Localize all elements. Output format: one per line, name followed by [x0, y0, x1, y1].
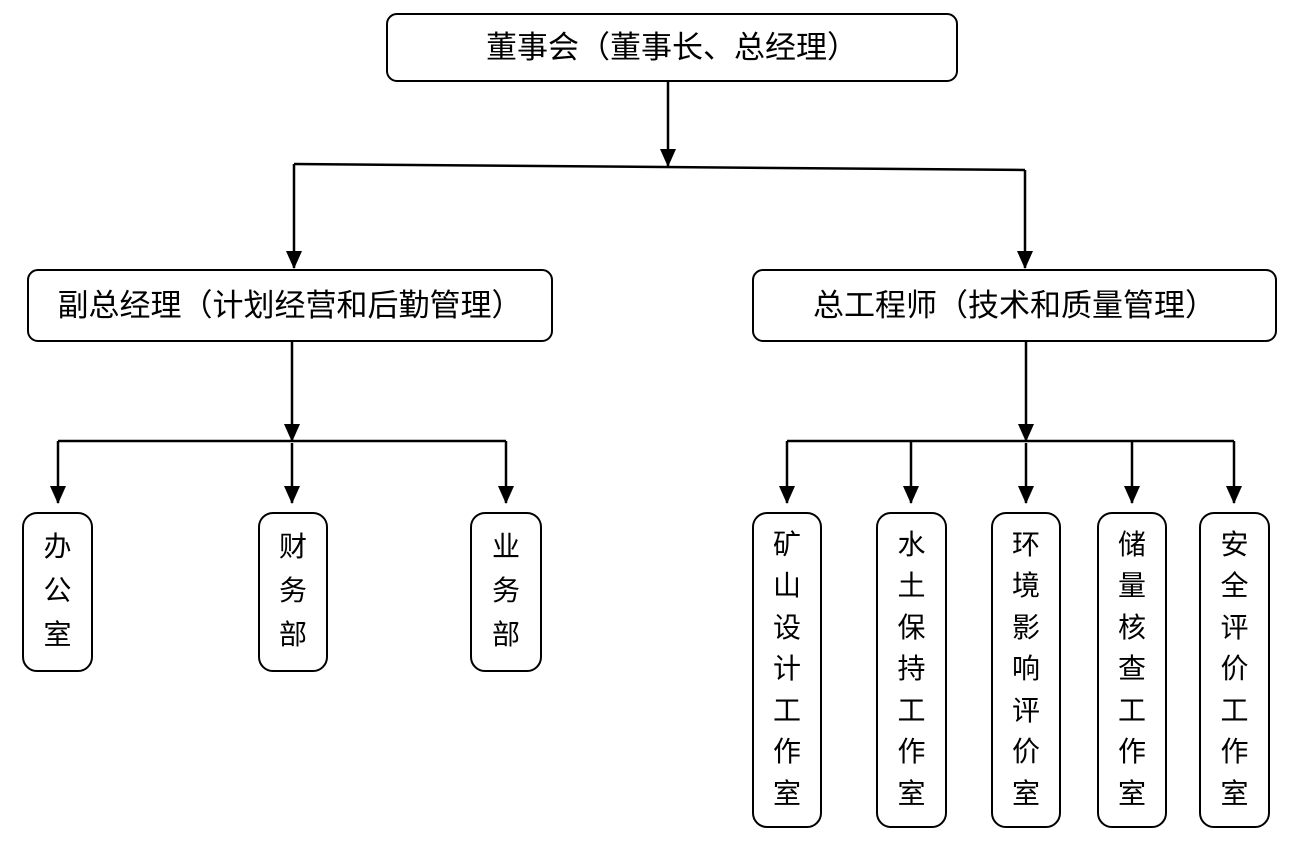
node-business-dept: 业务部: [470, 512, 542, 672]
node-label-char: 水: [897, 529, 926, 561]
node-chief-engineer: 总工程师（技术和质量管理）: [752, 269, 1277, 342]
node-label-char: 评: [1220, 612, 1249, 644]
node-label-char: 土: [897, 571, 926, 602]
node-label-char: 作: [772, 737, 801, 768]
node-label-char: 部: [278, 620, 307, 651]
node-label-char: 室: [1011, 778, 1040, 810]
node-label-char: 室: [897, 778, 926, 810]
node-label-char: 设: [772, 612, 801, 644]
node-label-char: 工: [897, 695, 926, 727]
node-label-char: 室: [1220, 778, 1249, 810]
node-label-char: 价: [1011, 737, 1040, 768]
node-label-char: 作: [1117, 737, 1146, 768]
node-board-of-directors: 董事会（董事长、总经理）: [386, 13, 958, 82]
node-label-char: 价: [1220, 654, 1249, 685]
node-label-char: 量: [1117, 571, 1146, 602]
node-label-char: 影: [1011, 612, 1040, 644]
node-mine-design-studio: 矿山设计工作室: [752, 512, 822, 828]
node-label-char: 计: [772, 654, 801, 685]
node-label-char: 财: [278, 532, 307, 563]
node-label-char: 办: [43, 532, 72, 563]
node-finance-dept: 财务部: [258, 512, 328, 672]
node-label-char: 持: [897, 654, 926, 685]
node-label-char: 查: [1117, 654, 1146, 685]
node-label-char: 业: [491, 532, 520, 563]
connector-branch1-to-children: [50, 342, 514, 504]
node-label-char: 工: [772, 695, 801, 727]
node-label-char: 部: [491, 620, 520, 651]
node-label-char: 公: [43, 576, 72, 607]
node-label-char: 室: [43, 620, 72, 651]
node-label-char: 评: [1011, 695, 1040, 727]
node-label-char: 安: [1220, 529, 1249, 561]
node-label: 总工程师（技术和质量管理）: [813, 288, 1216, 323]
node-label-char: 室: [1117, 778, 1146, 810]
connector-root-to-branches: [286, 82, 1033, 269]
node-label-char: 工: [1117, 695, 1146, 727]
connector-branch2-to-children: [779, 342, 1242, 504]
node-label-char: 务: [278, 576, 307, 607]
node-label-char: 储: [1117, 529, 1146, 561]
node-label-char: 环: [1011, 529, 1040, 561]
node-deputy-general-manager: 副总经理（计划经营和后勤管理）: [27, 269, 553, 342]
node-safety-evaluation-studio: 安全评价工作室: [1199, 512, 1270, 828]
node-label-char: 全: [1220, 571, 1249, 602]
node-label-char: 作: [1220, 737, 1249, 768]
node-label-char: 山: [772, 571, 801, 602]
node-label: 副总经理（计划经营和后勤管理）: [57, 288, 523, 323]
node-soil-water-conservation-studio: 水土保持工作室: [876, 512, 947, 828]
node-label-char: 室: [772, 778, 801, 810]
node-reserve-verification-studio: 储量核查工作室: [1097, 512, 1167, 828]
node-label-char: 矿: [772, 529, 801, 561]
node-label-char: 工: [1220, 695, 1249, 727]
node-environmental-impact-assessment-room: 环境影响评价室: [991, 512, 1061, 828]
node-label-char: 保: [897, 612, 926, 644]
node-label-char: 境: [1011, 571, 1040, 602]
node-label-char: 务: [491, 576, 520, 607]
node-label-char: 作: [897, 737, 926, 768]
node-office: 办公室: [22, 512, 93, 672]
node-label-char: 核: [1117, 612, 1146, 644]
node-label: 董事会（董事长、总经理）: [486, 30, 858, 65]
node-label-char: 响: [1011, 654, 1040, 685]
